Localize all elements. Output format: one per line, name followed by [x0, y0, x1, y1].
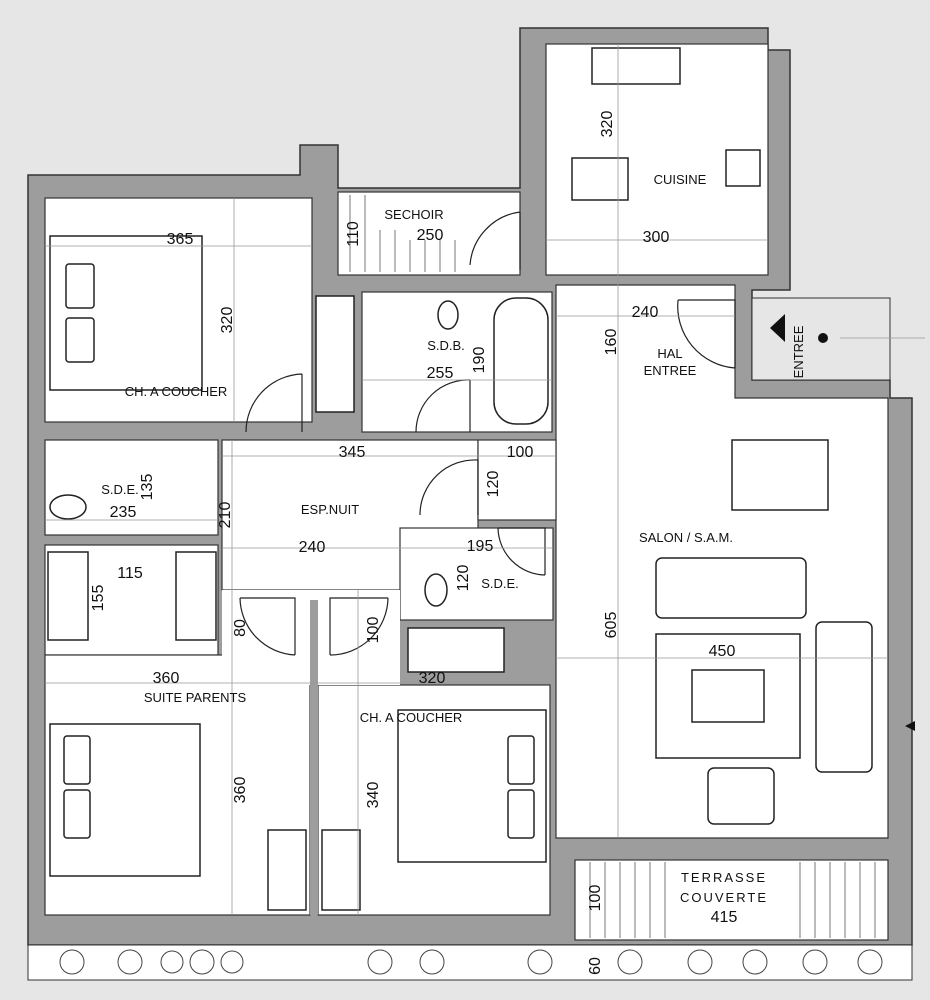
garden-strip: [27, 944, 913, 981]
terrace-slats: [349, 195, 876, 938]
dim-bed2-h: 340: [365, 782, 382, 809]
label-bedroom1: CH. A COUCHER: [125, 384, 228, 399]
sofa-right: [815, 621, 873, 773]
coffee-table: [691, 669, 765, 723]
dim-sech-w: 250: [417, 227, 444, 244]
dim-hal-w: 240: [632, 304, 659, 321]
room-sde1: [44, 439, 219, 536]
desk-2: [321, 829, 361, 911]
dim-sde2-w: 195: [467, 538, 494, 555]
dim-door1: 80: [232, 619, 249, 637]
wardrobe-4: [407, 627, 505, 673]
label-terrasse: TERRASSE: [681, 870, 767, 885]
room-sechoir: [337, 191, 521, 276]
dim-sdb-w: 255: [427, 365, 454, 382]
dining-table-kitchen: [571, 157, 629, 201]
doors: [239, 211, 736, 656]
dim-kitchen-h: 320: [599, 111, 616, 138]
bed-bedroom1: [49, 235, 203, 391]
room-sde2: [399, 527, 554, 621]
label-salon: SALON / S.A.M.: [639, 530, 733, 545]
label-cuisine: CUISINE: [654, 172, 707, 187]
label-sdb: S.D.B.: [427, 338, 465, 353]
dim-bed1-w: 365: [167, 231, 194, 248]
label-bedroom2: CH. A COUCHER: [360, 710, 463, 725]
room-terrasse: [574, 859, 889, 941]
room-passage: [477, 439, 557, 521]
wardrobe-3: [175, 551, 217, 641]
entrance-dot: [818, 333, 828, 343]
dim-suite-h: 360: [232, 777, 249, 804]
dim-terr-h: 100: [587, 885, 604, 912]
dim-sech-h: 110: [345, 221, 362, 247]
label-sde1: S.D.E.: [101, 482, 139, 497]
dim-suite-w: 360: [153, 670, 180, 687]
room-labels: CH. A COUCHER SECHOIR CUISINE S.D.B. HAL…: [101, 172, 806, 905]
label-entree: ENTREE: [791, 325, 806, 378]
furniture: [47, 47, 873, 911]
armchair: [707, 767, 775, 825]
toilet-1: [49, 494, 87, 520]
dim-sde1-h: 135: [139, 474, 156, 501]
dim-dress-w: 115: [117, 565, 143, 582]
dining-table-salon: [731, 439, 829, 511]
dimension-labels: 320 300 365 320 110 250 240 160 255 190 …: [90, 111, 737, 975]
dim-bed1-h: 320: [219, 307, 236, 334]
dim-bed2-w: 320: [419, 670, 446, 687]
dim-pass-w: 100: [507, 444, 534, 461]
bed-bedroom2: [397, 709, 547, 863]
desk-1: [267, 829, 307, 911]
side-arrow-icon: [905, 721, 915, 731]
entrance-arrow-icon: [770, 314, 785, 342]
dim-salon-h: 605: [603, 612, 620, 639]
dim-door2: 100: [365, 617, 382, 644]
cooktop: [725, 149, 761, 187]
label-hal-entree: ENTREE: [644, 363, 697, 378]
dim-sdb-h: 190: [471, 347, 488, 374]
label-sechoir: SECHOIR: [384, 207, 443, 222]
dim-kitchen-w: 300: [643, 229, 670, 246]
toilet-3: [437, 300, 459, 330]
dim-salon-w: 450: [709, 643, 736, 660]
label-couverte: COUVERTE: [680, 890, 768, 905]
wardrobe-2: [47, 551, 89, 641]
label-suite: SUITE PARENTS: [144, 690, 247, 705]
sofa: [655, 557, 807, 619]
dim-esp-w1: 345: [339, 444, 366, 461]
dim-esp-w2: 240: [299, 539, 326, 556]
dim-hal-h: 160: [603, 329, 620, 356]
dim-sde2-h: 120: [455, 565, 472, 592]
label-hal: HAL: [657, 346, 682, 361]
toilet-2: [424, 573, 448, 607]
wardrobe-1: [315, 295, 355, 413]
sink-kitchen: [591, 47, 681, 85]
dimension-lines: [45, 44, 925, 915]
dim-esp-h: 210: [217, 502, 234, 529]
bathtub: [493, 297, 549, 425]
dim-sde1-w: 235: [110, 504, 137, 521]
dim-terr-w: 415: [711, 909, 738, 926]
dim-pass-h: 120: [485, 471, 502, 498]
label-sde2: S.D.E.: [481, 576, 519, 591]
label-esp-nuit: ESP.NUIT: [301, 502, 359, 517]
dim-garden-h: 60: [587, 957, 604, 975]
dim-dress-h: 155: [90, 585, 107, 612]
